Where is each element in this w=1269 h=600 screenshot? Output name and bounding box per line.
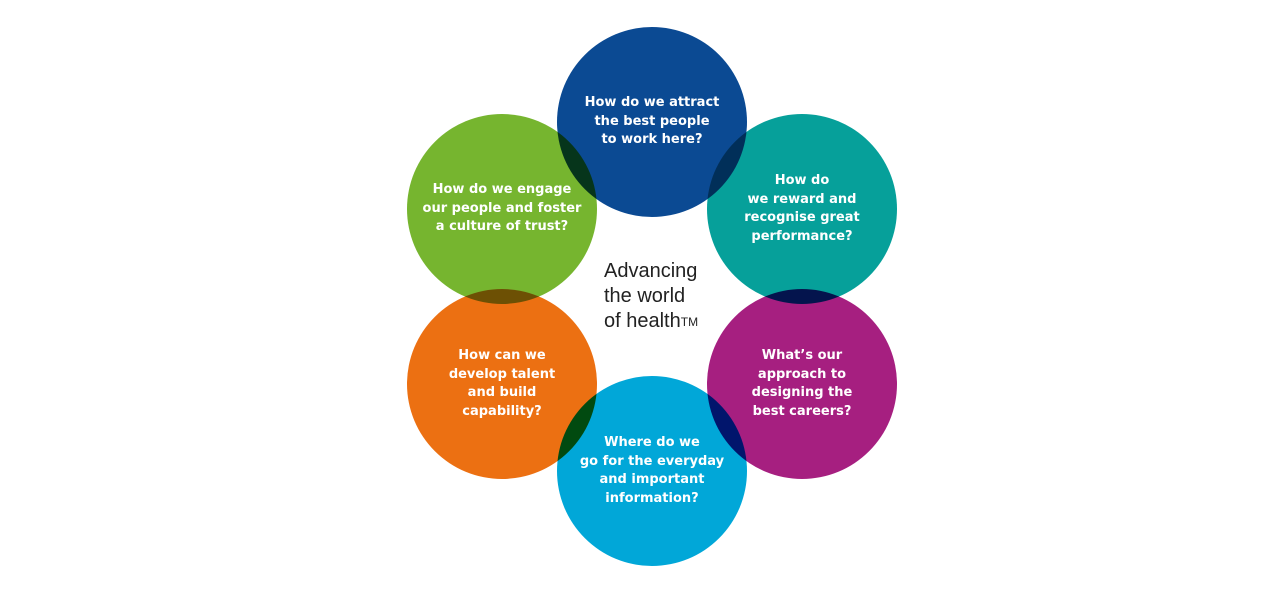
node-label-reward: How do we reward and recognise great per… xyxy=(744,173,860,244)
node-label-information: Where do we go for the everyday and impo… xyxy=(579,435,725,506)
center-tagline-text: Advancing the world of health xyxy=(604,260,698,332)
node-label-careers: What’s our approach to designing the bes… xyxy=(751,348,853,419)
trademark-mark: TM xyxy=(680,315,699,329)
circle-reward xyxy=(707,114,897,304)
center-tagline: Advancing the world of healthTM xyxy=(604,259,734,334)
node-label-engage: How do we engage our people and foster a… xyxy=(422,182,582,235)
circle-engage xyxy=(407,114,597,304)
node-label-talent: How can we develop talent and build capa… xyxy=(448,348,556,419)
node-label-attract: How do we attract the best people to wor… xyxy=(584,95,720,148)
circle-talent xyxy=(407,289,597,479)
